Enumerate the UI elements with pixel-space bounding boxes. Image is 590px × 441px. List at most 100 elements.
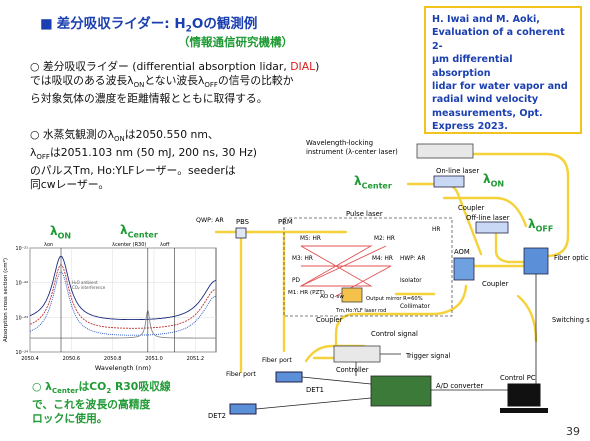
- footnote-line1: ○ λCenterはCO2 R30吸収線: [32, 380, 171, 396]
- y-axis-label: Absorption cross section (cm²): [2, 258, 9, 342]
- control-pc-monitor[interactable]: [507, 383, 541, 407]
- lambda-off-right-label: λOFF: [528, 217, 554, 234]
- para1-line1: ○ 差分吸収ライダー (differential absorption lida…: [30, 60, 320, 73]
- fiber-path-coupler: [516, 294, 538, 343]
- label-collimator: Collimator: [400, 304, 430, 310]
- aom-box: [453, 257, 475, 281]
- label-trigger-signal: Trigger signal: [405, 352, 451, 360]
- ad-converter-box: [370, 375, 432, 407]
- page-title: ■差分吸収ライダー: H2Oの観測例: [40, 16, 258, 35]
- label-m3: M3: HR: [292, 256, 313, 262]
- legend-entry: H₂O ambient: [72, 280, 98, 285]
- label-pulse-laser: Pulse laser: [346, 210, 383, 218]
- dial-system-diagram: Wavelength-locking instrument (λ-center …: [196, 139, 590, 420]
- label-controller: Controller: [336, 366, 369, 374]
- label-hr: HR: [432, 227, 440, 233]
- ref-line: measurements, Opt.: [432, 107, 543, 119]
- label-coupler-top: Coupler: [458, 204, 485, 212]
- x-tick-label: 2050.8: [104, 356, 122, 362]
- label-m2: M2: HR: [374, 236, 395, 242]
- label-fiber-port-right: Fiber port: [262, 357, 292, 364]
- x-tick-label: 2051.2: [187, 356, 205, 362]
- ref-line: Evaluation of a coherent 2-: [432, 27, 565, 52]
- x-tick-label: 2051.0: [145, 356, 163, 362]
- lambda-center-left-label: λCenter: [120, 223, 158, 240]
- x-tick-label: 2050.6: [63, 356, 81, 362]
- bullet-square-icon: ■: [40, 16, 53, 32]
- label-offline-laser: Off-line laser: [466, 214, 510, 222]
- para1-line3: ら対象気体の濃度を距離情報とともに取得する。: [30, 92, 268, 106]
- ref-line: μm differential absorption: [432, 54, 513, 79]
- top-label-center: λcenter (R30): [112, 242, 146, 248]
- para2-line4: 同cwレーザー。: [30, 178, 110, 192]
- label-switching-signal: Switching signal: [552, 316, 590, 324]
- tm-ho-rod-box: [341, 287, 363, 303]
- label-hwp: HWP: AR: [400, 256, 425, 262]
- para2-line3: のパルスTm, Ho:YLFレーザー。seederは: [30, 164, 236, 178]
- label-online-laser: On-line laser: [436, 167, 479, 175]
- absorption-spectrum-chart: 2050.4 2050.6 2050.8 2051.0 2051.2 10⁻²¹ 10⁻²²…: [2, 242, 217, 372]
- footnote-center-line: ○ λCenterはCO2 R30吸収線 で、これを波長の高精度 ロックに使用。: [32, 380, 171, 426]
- label-pbs: PBS: [236, 218, 249, 226]
- controller-box[interactable]: [333, 345, 381, 363]
- fiber-path-offline: [494, 226, 528, 264]
- ref-line: lidar for water vapor and: [432, 81, 568, 93]
- paragraph-dial: ○ 差分吸収ライダー (differential absorption lida…: [30, 60, 319, 106]
- label-ad-converter: A/D converter: [436, 382, 483, 390]
- label-m5: M5: HR: [300, 236, 321, 242]
- control-pc-keyboard: [500, 408, 548, 413]
- label-det2: DET2: [208, 412, 226, 420]
- top-label-off: λoff: [160, 242, 170, 248]
- paragraph-water-vapor: ○ 水蒸気観測のλONは2050.550 nm、 λOFFは2051.103 n…: [30, 128, 257, 192]
- y-tick-label: 10⁻²¹: [16, 246, 29, 252]
- label-ao-qsw: AO Q-sw: [320, 294, 344, 300]
- label-instrument: instrument (λ-center laser): [306, 148, 398, 156]
- x-tick-label: 2050.4: [21, 356, 39, 362]
- fiber-path-det1-link: [304, 344, 366, 363]
- series-line-dotted: [29, 271, 217, 336]
- online-laser-box: [433, 175, 465, 188]
- label-coupler-left: Coupler: [316, 316, 343, 324]
- label-pd: PD: [292, 278, 300, 284]
- label-wavelength-locking: Wavelength-locking: [306, 139, 373, 147]
- ref-line: radial wind velocity: [432, 94, 539, 106]
- x-axis-label: Wavelength (nm): [95, 364, 151, 372]
- label-prm: PRM: [278, 218, 293, 226]
- footnote-line2: で、これを波長の高精度: [32, 398, 151, 412]
- fiber-path-center: [442, 196, 528, 228]
- det1-box: [275, 371, 303, 383]
- label-control-signal: Control signal: [371, 330, 418, 338]
- para1-line2: では吸収のある波長λONとない波長λOFFの信号の比較か: [30, 74, 294, 90]
- lambda-on-right-label: λON: [483, 172, 505, 189]
- label-det1: DET1: [306, 386, 324, 394]
- plot-markers: [60, 248, 175, 352]
- y-tick-label: 10⁻²⁴: [16, 350, 29, 356]
- label-tm-ho: Tm,Ho:YLF laser rod: [335, 308, 386, 314]
- reference-box: H. Iwai and M. Aoki, Evaluation of a coh…: [424, 6, 582, 134]
- offline-laser-box: [475, 221, 509, 234]
- ref-line: Express 2023.: [432, 121, 508, 133]
- y-tick-label: 10⁻²³: [16, 315, 29, 321]
- label-control-pc: Control PC: [500, 374, 536, 382]
- plot-frame: [29, 247, 217, 353]
- y-tick-label: 10⁻²²: [16, 281, 29, 287]
- pbs-box: [235, 227, 247, 239]
- label-qwp: QWP: AR: [196, 217, 224, 224]
- page-subtitle: （情報通信研究機構）: [178, 35, 293, 49]
- signal-wires: [255, 274, 537, 410]
- lambda-on-left-label: λON: [50, 224, 72, 241]
- fiber-path-top: [454, 152, 570, 258]
- label-isolator: Isolator: [400, 278, 422, 284]
- det2-box: [229, 403, 257, 415]
- cavity-beams: [299, 245, 392, 297]
- para2-line1: ○ 水蒸気観測のλONは2050.550 nm、: [30, 128, 219, 144]
- lambda-center-right-label: λCenter: [354, 174, 392, 191]
- wavelength-locking-box: [416, 143, 474, 159]
- fiber-switch-box[interactable]: [523, 247, 549, 275]
- label-m1: M1: HR (PZT): [288, 290, 325, 296]
- footnote-line3: ロックに使用。: [32, 412, 108, 426]
- label-coupler-mid: Coupler: [482, 280, 509, 288]
- label-fiber-switch: Fiber optic switch: [554, 254, 590, 262]
- fiber-path-controller: [334, 284, 468, 348]
- pulse-laser-box: [283, 217, 453, 317]
